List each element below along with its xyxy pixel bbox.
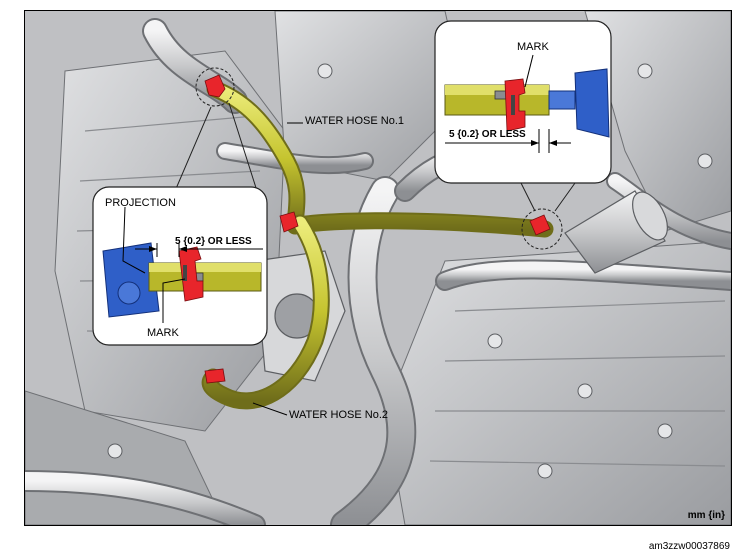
hose-clamps: [204, 74, 551, 384]
clamp-lower: [204, 368, 226, 384]
clamp-right: [529, 214, 551, 236]
mark-label-right: MARK: [517, 41, 549, 53]
water-hose-2-label: WATER HOSE No.2: [289, 409, 389, 421]
detail-circle-left: [195, 67, 235, 107]
detail-callout-right: [434, 20, 612, 212]
gap-label-left: 5 {0.2} OR LESS: [175, 236, 252, 247]
unit-label: mm {in}: [687, 510, 725, 521]
hose-leaders: [252, 122, 303, 416]
projection-label: PROJECTION: [105, 197, 176, 209]
engine-illustration: [25, 11, 731, 525]
water-hose-1: [206, 80, 554, 238]
mark-label-left: MARK: [147, 327, 179, 339]
detail-circle-right: [521, 208, 563, 250]
water-hose-1-label: WATER HOSE No.1: [305, 115, 405, 127]
coolant-pipes: [25, 18, 731, 525]
figure-frame: WATER HOSE No.1 WATER HOSE No.2 PROJECTI…: [24, 10, 732, 526]
figure-id: am3zzw00037869: [648, 541, 730, 552]
outlet-pipe: [564, 190, 668, 274]
clamp-upper-left: [204, 74, 226, 98]
gap-label-right: 5 {0.2} OR LESS: [449, 129, 526, 140]
water-hose-2: [201, 214, 330, 410]
detail-callout-left: [92, 102, 268, 346]
clamp-middle: [279, 211, 299, 233]
